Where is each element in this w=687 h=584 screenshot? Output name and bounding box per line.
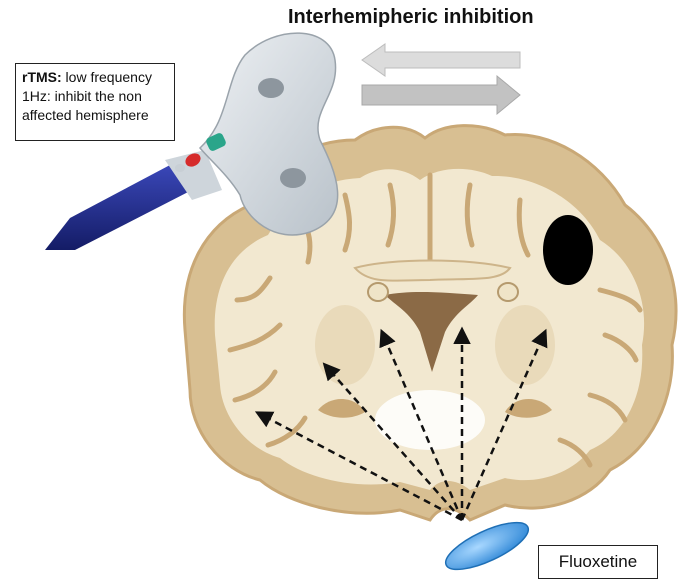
corpus-callosum [355, 261, 510, 281]
arrow-right [362, 76, 520, 114]
arrow-left [362, 44, 520, 76]
fluoxetine-label: Fluoxetine [538, 545, 658, 579]
pill-icon [440, 513, 534, 578]
rtms-line-1: rTMS: low frequency [22, 68, 168, 87]
rtms-line-2: 1Hz: inhibit the non [22, 87, 168, 106]
interhemispheric-arrows [362, 44, 520, 114]
lesion [543, 215, 593, 285]
rtms-line-1-rest: low frequency [62, 69, 152, 85]
diagram-title: Interhemipheric inhibition [288, 6, 588, 29]
rtms-line-3: affected hemisphere [22, 106, 168, 125]
coil-handle [45, 165, 192, 250]
rtms-label: rTMS: [22, 69, 62, 85]
rtms-callout: rTMS: low frequency 1Hz: inhibit the non… [15, 63, 175, 141]
